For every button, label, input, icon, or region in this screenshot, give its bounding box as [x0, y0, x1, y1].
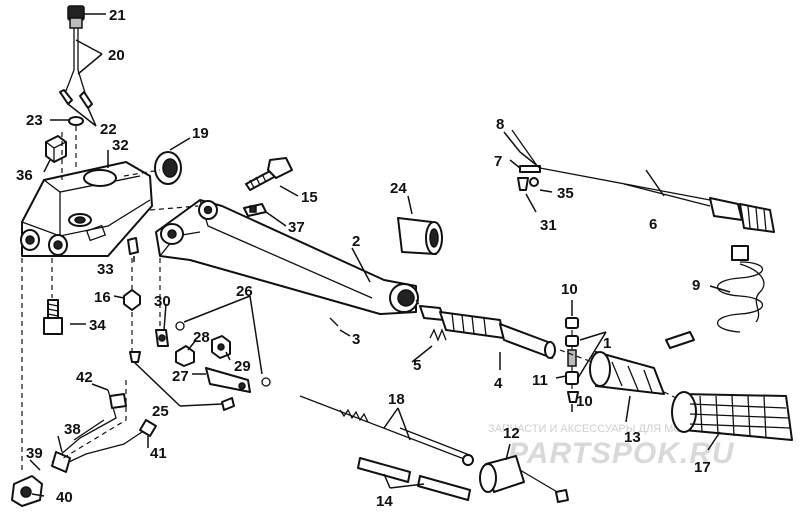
- callout-25: 25: [152, 403, 169, 420]
- callout-10-bottom: 10: [576, 393, 593, 410]
- part-3-pin: [329, 317, 339, 327]
- part-17-grip: [671, 391, 793, 441]
- callout-38: 38: [64, 421, 81, 438]
- callout-14: 14: [376, 493, 393, 510]
- callout-9: 9: [692, 277, 700, 294]
- callout-36: 36: [16, 167, 33, 184]
- callout-19: 19: [192, 125, 209, 142]
- callout-10-top: 10: [561, 281, 578, 298]
- part-35-washer: [529, 177, 539, 187]
- callout-13: 13: [624, 429, 641, 446]
- callout-41: 41: [150, 445, 167, 462]
- part-5-spring: [429, 328, 447, 342]
- part-36-cap-nut: [45, 135, 67, 163]
- part-12-cylinder: [479, 455, 569, 503]
- part-32-steering-bracket: [20, 161, 153, 257]
- part-18-cable: [299, 395, 474, 466]
- part-26-washer: [175, 321, 185, 331]
- callout-12: 12: [503, 425, 520, 442]
- part-6-switch-cable: [539, 167, 775, 233]
- part-13-grip-housing: [589, 351, 665, 395]
- callout-4: 4: [494, 375, 503, 392]
- callout-labels: 1 2 3 4 5 6 7 8 9 10 10 11 12 13 14 15 1…: [16, 7, 711, 510]
- callout-18: 18: [388, 391, 405, 408]
- part-31-screw: [517, 177, 529, 191]
- part-7-terminal: [519, 165, 541, 173]
- callout-17: 17: [694, 459, 711, 476]
- callout-2: 2: [352, 233, 360, 250]
- assembly-dashed-lines: [21, 126, 677, 470]
- part-25-screw-b: [221, 397, 235, 411]
- part-34-bolt: [43, 299, 63, 335]
- callout-23: 23: [26, 112, 43, 129]
- part-28-nut: [175, 345, 195, 367]
- callout-34: 34: [89, 317, 106, 334]
- callout-24: 24: [390, 180, 407, 197]
- callout-22: 22: [100, 121, 117, 138]
- part-33-fitting: [127, 237, 139, 255]
- callout-8: 8: [496, 116, 504, 133]
- callout-1: 1: [603, 335, 611, 352]
- part-9-lanyard: [665, 245, 765, 349]
- callout-39: 39: [26, 445, 43, 462]
- part-21-connector: [67, 5, 85, 29]
- callout-33: 33: [97, 261, 114, 278]
- callout-16: 16: [94, 289, 111, 306]
- callout-11: 11: [532, 372, 548, 389]
- parts-illustration: [11, 5, 793, 507]
- watermark-tagline: ЗАПЧАСТИ И АКСЕССУАРЫ ДЛЯ МОТО: [488, 423, 697, 435]
- callout-3: 3: [352, 331, 360, 348]
- part-4-throttle-shaft: [419, 305, 556, 359]
- watermark-brand: PARTSPOK.RU: [508, 437, 735, 470]
- part-37-clip: [243, 203, 267, 217]
- callout-6: 6: [649, 216, 657, 233]
- part-15-bolt: [245, 157, 293, 191]
- part-2-tiller-arm: [155, 199, 419, 315]
- part-19-bushing: [154, 151, 182, 185]
- callout-30: 30: [154, 293, 171, 310]
- callout-32: 32: [112, 137, 129, 154]
- part-26-washer-b: [261, 377, 271, 387]
- callout-5: 5: [413, 357, 421, 374]
- callout-26: 26: [236, 283, 253, 300]
- part-30-clip: [155, 329, 169, 347]
- leader-lines: [29, 13, 731, 497]
- callout-28: 28: [193, 329, 210, 346]
- callout-37: 37: [288, 219, 305, 236]
- callout-31: 31: [540, 217, 557, 234]
- callout-7: 7: [494, 153, 502, 170]
- part-16-nut: [123, 289, 141, 311]
- callout-40: 40: [56, 489, 73, 506]
- callout-42: 42: [76, 369, 93, 386]
- part-24-sleeve: [397, 217, 443, 255]
- part-10-top: [565, 317, 579, 329]
- part-23-washer: [68, 116, 84, 126]
- callout-27: 27: [172, 368, 189, 385]
- part-14-sleeve: [357, 457, 471, 501]
- callout-29: 29: [234, 358, 251, 375]
- part-27-link: [205, 367, 251, 393]
- part-1-blocks: [565, 335, 579, 385]
- callout-15: 15: [301, 189, 318, 206]
- part-10-bottom: [567, 391, 579, 403]
- part-25-screw-a: [129, 351, 141, 363]
- watermark: ЗАПЧАСТИ И АКСЕССУАРЫ ДЛЯ МОТО PARTSPOK.…: [488, 423, 735, 470]
- callout-20: 20: [108, 47, 125, 64]
- part-20-wires: [59, 28, 93, 109]
- callout-21: 21: [109, 7, 126, 24]
- callout-35: 35: [557, 185, 574, 202]
